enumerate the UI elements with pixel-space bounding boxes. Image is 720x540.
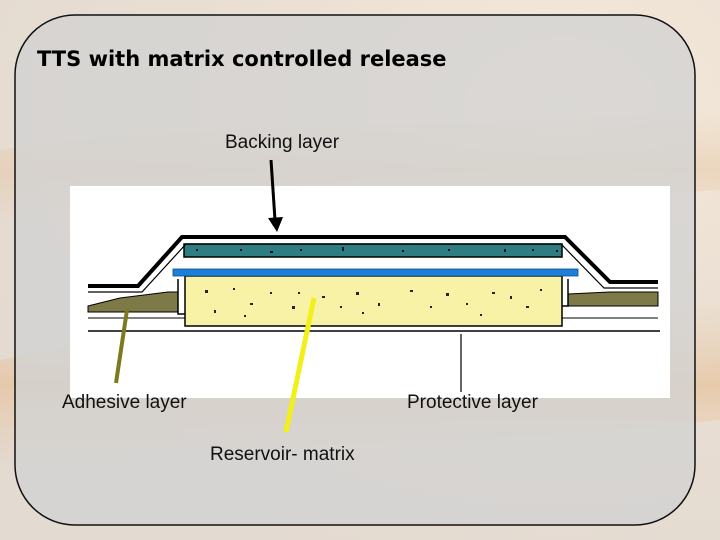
reservoir-particles [205, 288, 542, 317]
adhesive-right [567, 291, 659, 307]
backing-outline [88, 235, 658, 288]
tts-patch-diagram [87, 235, 660, 392]
backing-arrow [268, 159, 283, 232]
backing-outline-inner [88, 243, 658, 293]
reservoir-matrix [184, 275, 563, 327]
membrane-layer [172, 268, 579, 277]
left-wall [177, 279, 185, 315]
label-protective: Protective layer [407, 392, 539, 413]
slide-title: TTS with matrix controlled release [37, 47, 447, 71]
label-backing: Backing layer [225, 132, 340, 153]
adhesive-arrow [114, 309, 129, 384]
label-reservoir: Reservoir- matrix [210, 444, 355, 465]
reservoir-arrow [283, 297, 317, 433]
right-wall [562, 279, 569, 307]
backing-dots [196, 247, 558, 253]
label-adhesive: Adhesive layer [62, 392, 187, 413]
